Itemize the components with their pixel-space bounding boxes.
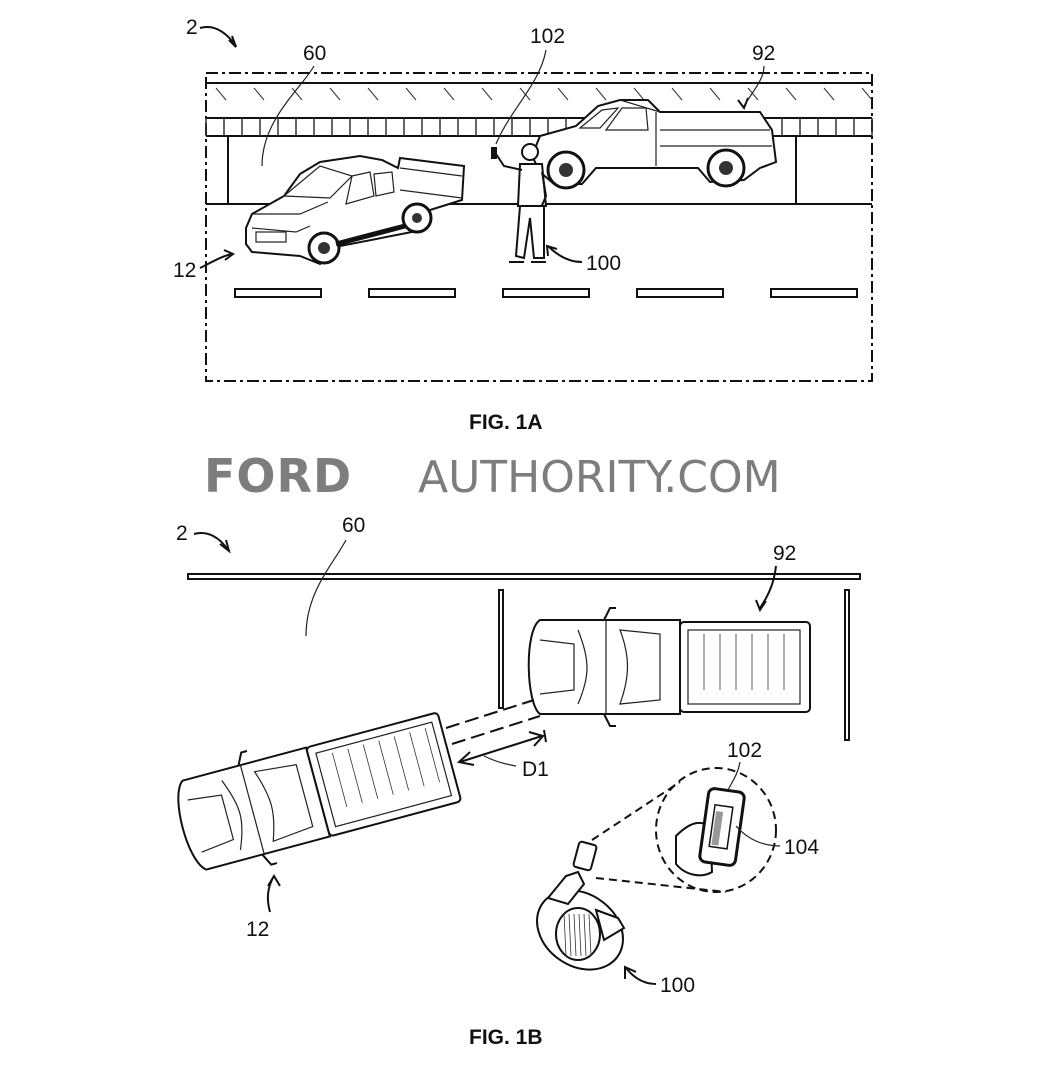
fig1b-caption: FIG. 1B [469, 1026, 543, 1049]
lane-markings [234, 288, 858, 298]
fig1b-ref-distance: D1 [522, 758, 549, 781]
watermark-brand: FORD [204, 449, 352, 503]
leader-102-top [495, 49, 547, 145]
building-structure [205, 82, 873, 205]
leader-12-top [199, 253, 233, 269]
leader-100-top [547, 245, 583, 263]
fig1b-ref-screen: 104 [784, 836, 819, 859]
parked-truck-92 [532, 99, 778, 190]
watermark-site: AUTHORITY.COM [418, 452, 781, 503]
fig1b-ref-vehicle: 12 [246, 918, 269, 941]
arrowhead-92-top [737, 97, 749, 111]
phone-callout [591, 767, 777, 893]
fig1a-scene-boundary [205, 72, 873, 382]
fig1a-ref-phone: 102 [530, 25, 565, 48]
vehicle-12-truck-top [177, 712, 462, 871]
figure-1a: 2 60 102 92 12 100 FIG. 1A [173, 16, 873, 434]
arrowhead-92-bottom [755, 599, 767, 613]
parked-truck-92-top [527, 607, 811, 727]
arrowhead-2-top [228, 35, 237, 48]
leader-60-bottom [305, 539, 347, 637]
figure-1b: 2 60 92 D1 102 104 12 100 FIG. 1B [176, 514, 861, 1049]
fig1a-ref-scene: 2 [186, 16, 198, 39]
arrowhead-2-bottom [219, 539, 231, 554]
fig1b-ref-scene: 2 [176, 522, 188, 545]
user-100-standing [491, 143, 548, 263]
leader-2-bottom [193, 532, 229, 551]
leader-92-bottom [759, 565, 777, 609]
arrowhead-12-top [223, 249, 235, 261]
parking-back-line [187, 573, 861, 580]
fig1b-ref-phone: 102 [727, 739, 762, 762]
vehicle-12-truck-side [245, 154, 466, 266]
fig1a-ref-user: 100 [586, 252, 621, 275]
user-100-top [536, 840, 626, 971]
arrowhead-100-top [545, 244, 558, 257]
leader-2-top [199, 26, 237, 47]
fig1b-ref-user: 100 [660, 974, 695, 997]
fig1b-ref-parked-truck: 92 [773, 542, 796, 565]
fig1b-ref-lot: 60 [342, 514, 365, 537]
leader-60-top [261, 65, 315, 167]
parking-divider-right [844, 589, 850, 741]
leader-102-bottom [727, 761, 741, 791]
arrowhead-100-bottom [624, 965, 637, 979]
distance-d1-indicator [445, 699, 547, 766]
leader-100-bottom [625, 967, 657, 985]
fig1a-caption: FIG. 1A [469, 411, 543, 434]
leader-104 [735, 825, 781, 847]
fig1a-ref-parked-truck: 92 [752, 42, 775, 65]
watermark: FORD AUTHORITY.COM [204, 449, 781, 503]
arrowhead-12-bottom [267, 874, 281, 887]
parking-divider-left [498, 589, 504, 709]
fig1a-ref-vehicle: 12 [173, 259, 196, 282]
leader-d1 [483, 755, 517, 767]
fig1a-ref-lot: 60 [303, 42, 326, 65]
